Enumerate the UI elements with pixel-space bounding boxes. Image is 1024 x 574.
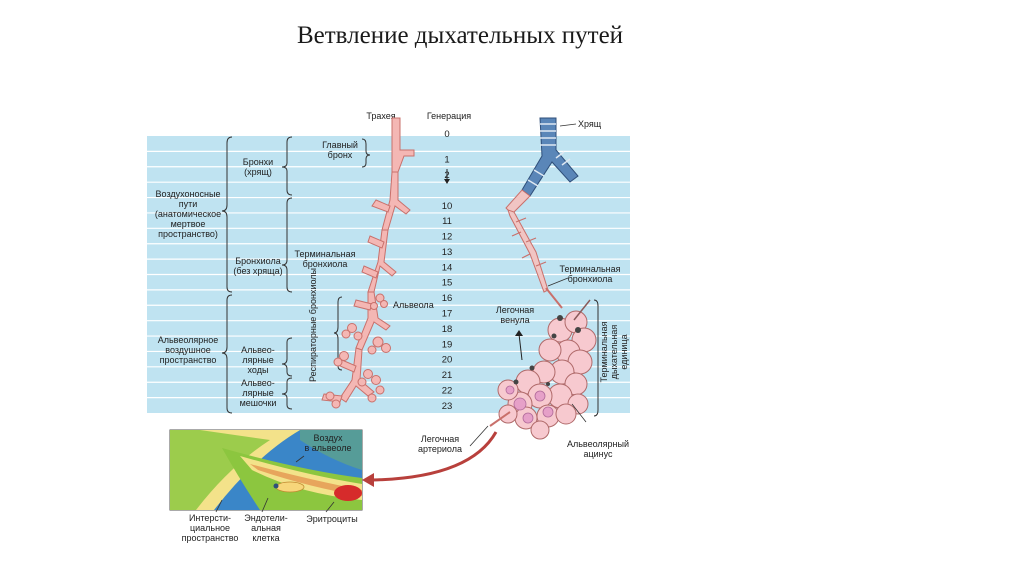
- label-line: (анатомическое: [155, 209, 221, 219]
- generation-label: 10: [442, 201, 453, 212]
- zone-conducting-label: Воздухоносныепути(анатомическоемертвоепр…: [155, 189, 221, 239]
- label-line: ходы: [248, 365, 269, 375]
- label-line: Альвеолярное: [158, 335, 219, 345]
- label-line: Альвеолярный: [567, 439, 629, 449]
- generation-labels: 0121011121314151617181920212223: [442, 129, 453, 412]
- label-line: клетка: [252, 533, 279, 543]
- alveolar-capillary-inset: [169, 429, 498, 511]
- page-title: Ветвление дыхательных путей: [296, 22, 624, 49]
- airway-tree: [321, 117, 415, 403]
- label-line: бронх: [328, 150, 353, 160]
- label-line: Воздухоносные: [156, 189, 221, 199]
- label-line: единица: [619, 334, 629, 369]
- label-line: Альвео-: [241, 378, 275, 388]
- label-line: в альвеоле: [305, 443, 352, 453]
- generation-label: 22: [442, 385, 453, 396]
- label-line: пространство: [182, 533, 239, 543]
- generation-skip-arrowhead: [444, 179, 450, 184]
- inset-erythrocytes-label: Эритроциты: [306, 514, 357, 524]
- subzone-bronchi-label: Бронхи(хрящ): [243, 157, 273, 177]
- label-line: Альвео-: [241, 345, 275, 355]
- label-line: Интерсти-: [189, 513, 231, 523]
- generation-label: 1: [444, 155, 449, 166]
- zone-brackets: [221, 136, 371, 414]
- generation-label: 0: [444, 129, 449, 140]
- label-line: лярные: [242, 388, 274, 398]
- generation-header: Генерация: [427, 111, 471, 121]
- label-line: Главный: [322, 140, 358, 150]
- cartilage-label: Хрящ: [578, 119, 602, 129]
- generation-label: 16: [442, 293, 453, 304]
- label-line: бронхиола: [568, 274, 613, 284]
- generation-label: 15: [442, 278, 453, 289]
- right-leader-lines: [469, 123, 587, 447]
- trachea-header: Трахея: [366, 111, 395, 121]
- inset-leader-lines: [215, 455, 335, 513]
- label-line: воздушное: [165, 345, 210, 355]
- label-line: Воздух: [313, 433, 343, 443]
- generation-label: 12: [442, 232, 453, 243]
- alveolus-label: Альвеола: [393, 300, 434, 310]
- generation-label: 11: [442, 216, 452, 227]
- respiratory-bronchioles-label: Респираторные бронхиолы: [308, 268, 318, 382]
- label-line: Бронхи: [243, 157, 273, 167]
- subzone-bronchioles-label: Бронхиола(без хряща): [233, 256, 282, 276]
- label-line: пути: [179, 199, 198, 209]
- label-line: Легочная: [496, 305, 534, 315]
- label-line: Легочная: [421, 434, 459, 444]
- label-line: лярные: [242, 355, 274, 365]
- label-line: Терминальная: [295, 249, 356, 259]
- label-line: артериола: [418, 444, 462, 454]
- generation-label: 17: [442, 308, 453, 319]
- generation-label: 23: [442, 401, 453, 412]
- generation-label: 21: [442, 370, 453, 381]
- label-line: дыхательная: [609, 325, 619, 380]
- label-line: Эндотели-: [244, 513, 288, 523]
- label-line: бронхиола: [303, 259, 348, 269]
- label-line: (хрящ): [244, 167, 272, 177]
- bronchial-tree-illustration: [489, 117, 599, 440]
- generation-label: 14: [442, 262, 453, 273]
- label-line: мертвое: [171, 219, 206, 229]
- label-line: Бронхиола: [235, 256, 280, 266]
- label-line: альная: [251, 523, 281, 533]
- label-line: пространство: [160, 355, 217, 365]
- label-line: венула: [500, 315, 529, 325]
- alveoli-clusters: [325, 293, 391, 409]
- label-line: циальное: [190, 523, 230, 533]
- label-line: пространство): [158, 229, 218, 239]
- generation-label: 18: [442, 324, 453, 335]
- label-line: (без хряща): [233, 266, 282, 276]
- generation-label: 13: [442, 247, 453, 258]
- label-line: Терминальная: [560, 264, 621, 274]
- label-line: ацинус: [583, 449, 613, 459]
- label-line: мешочки: [240, 398, 277, 408]
- label-line: Терминальная: [599, 321, 609, 382]
- generation-label: 19: [442, 339, 453, 350]
- generation-label: 20: [442, 355, 453, 366]
